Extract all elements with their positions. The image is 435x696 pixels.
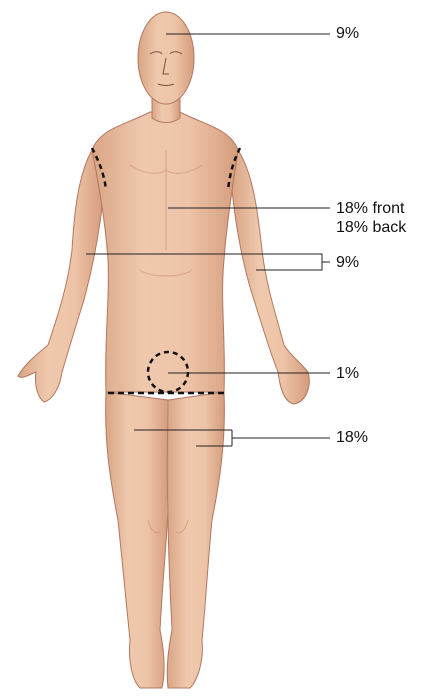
arm-bracket bbox=[320, 254, 330, 270]
trunk-front-label: 18% front bbox=[336, 200, 404, 218]
leg-bracket bbox=[232, 430, 330, 446]
legs-percentage-label: 18% bbox=[336, 429, 368, 447]
head-percentage-label: 9% bbox=[336, 25, 359, 43]
torso bbox=[92, 112, 238, 392]
left-arm bbox=[18, 150, 104, 402]
right-leg bbox=[167, 392, 224, 688]
left-leg bbox=[106, 392, 169, 688]
arms-percentage-label: 9% bbox=[336, 254, 359, 272]
perineum-percentage-label: 1% bbox=[336, 365, 359, 383]
body-silhouette bbox=[18, 12, 309, 688]
trunk-back-label: 18% back bbox=[336, 219, 406, 237]
right-arm bbox=[232, 150, 309, 404]
